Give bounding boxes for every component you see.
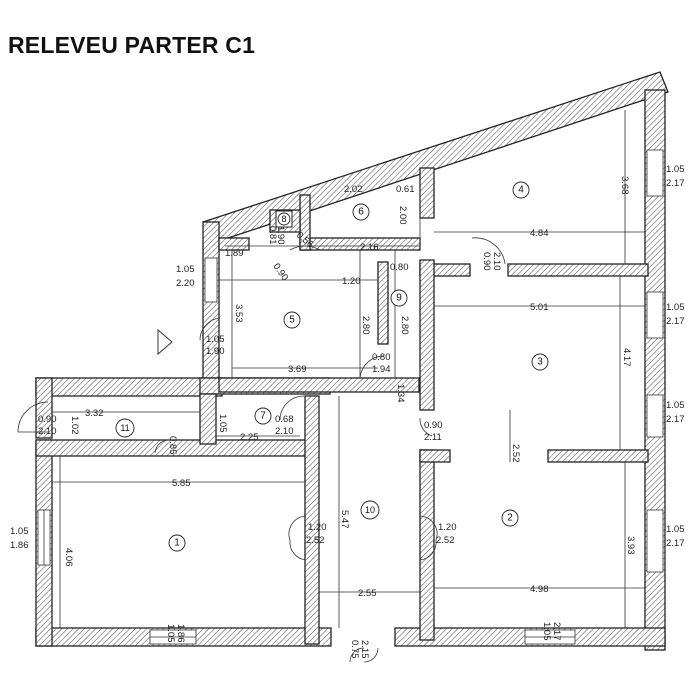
dim-252-2: 2.52 xyxy=(436,535,455,546)
dim-210-7: 2.10 xyxy=(275,426,294,437)
dim-105-r3b: 1.05 xyxy=(666,400,685,411)
dim-220: 2.20 xyxy=(176,278,195,289)
dim-120-5: 1.20 xyxy=(342,276,361,287)
dim-105-220: 1.05 xyxy=(176,264,195,275)
dim-105-r4: 1.05 xyxy=(666,164,685,175)
room-1-marker: 1 xyxy=(168,534,186,552)
dim-484: 4.84 xyxy=(530,228,549,239)
entrance-arrow-icon xyxy=(157,328,173,356)
dim-085: 0.85 xyxy=(167,436,178,455)
dim-393: 3.93 xyxy=(625,536,636,555)
dim-501: 5.01 xyxy=(530,302,549,313)
dim-215: 2.15 xyxy=(359,640,370,659)
dim-186-bottom: 1.86 xyxy=(175,624,186,643)
exterior-walls xyxy=(35,71,669,651)
drawing-title: RELEVEU PARTER C1 xyxy=(8,32,256,58)
interior-walls xyxy=(199,167,649,645)
dim-105-190: 1.05 xyxy=(206,334,225,345)
svg-text:3: 3 xyxy=(537,357,543,368)
dim-190: 1.90 xyxy=(206,346,225,357)
dim-081: 0.81 xyxy=(267,226,278,245)
dim-068: 0.68 xyxy=(275,414,294,425)
dim-090-door4: 0.90 xyxy=(481,252,492,271)
dim-200: 2.00 xyxy=(397,206,408,225)
dim-353: 3.53 xyxy=(233,304,244,323)
dim-547: 5.47 xyxy=(339,510,350,529)
dim-406: 4.06 xyxy=(63,548,74,567)
svg-text:7: 7 xyxy=(260,411,266,422)
dim-190-8: 1.90 xyxy=(275,226,286,245)
dim-080-9: 0.80 xyxy=(390,262,409,273)
svg-text:9: 9 xyxy=(396,293,402,304)
dim-120-2: 1.20 xyxy=(438,522,457,533)
room-markers: 1 2 3 4 5 6 7 8 9 10 11 xyxy=(115,181,549,552)
dim-194: 1.94 xyxy=(372,364,391,375)
svg-text:2: 2 xyxy=(507,513,513,524)
dim-202: 2.02 xyxy=(344,184,363,195)
dim-105-left: 1.05 xyxy=(10,526,29,537)
room-8-marker: 8 xyxy=(275,210,293,228)
dim-369: 3.69 xyxy=(288,364,307,375)
dim-105-7: 1.05 xyxy=(217,414,228,433)
dim-216: 2.16 xyxy=(360,242,379,253)
svg-text:10: 10 xyxy=(365,505,375,515)
dim-417: 4.17 xyxy=(621,348,632,367)
dim-210-11: 2.10 xyxy=(38,426,57,437)
room-3-marker: 3 xyxy=(531,353,549,371)
doors xyxy=(17,237,506,663)
svg-text:4: 4 xyxy=(518,185,524,196)
dim-217-r3b: 2.17 xyxy=(666,414,685,425)
dim-080-5: 0.80 xyxy=(372,352,391,363)
dim-217-r4: 2.17 xyxy=(666,178,685,189)
dim-225: 2.25 xyxy=(240,432,259,443)
dim-075: 0.75 xyxy=(349,640,360,659)
room-11-marker: 11 xyxy=(115,418,135,438)
dimension-lines xyxy=(52,110,645,628)
room-7-marker: 7 xyxy=(254,407,272,425)
dim-585: 5.85 xyxy=(172,478,191,489)
svg-text:1: 1 xyxy=(174,538,180,549)
dim-217-r2: 2.17 xyxy=(666,538,685,549)
room-2-marker: 2 xyxy=(501,509,519,527)
dim-210-door4: 2.10 xyxy=(491,252,502,271)
dim-217-r3: 2.17 xyxy=(666,316,685,327)
dim-090-11: 0.90 xyxy=(38,414,57,425)
dim-061: 0.61 xyxy=(396,184,415,195)
dim-105-bot2: 1.05 xyxy=(541,622,552,641)
dim-217-bot2: 2.17 xyxy=(551,622,562,641)
dim-120-left: 1.20 xyxy=(308,522,327,533)
svg-text:11: 11 xyxy=(120,423,129,433)
dim-105-bottom: 1.05 xyxy=(165,624,176,643)
room-4-marker: 4 xyxy=(512,181,530,199)
room-5-marker: 5 xyxy=(283,311,301,329)
dim-134: 1.34 xyxy=(395,384,406,403)
dim-280-9: 2.80 xyxy=(399,316,410,335)
dim-186-left: 1.86 xyxy=(10,540,29,551)
dim-102: 1.02 xyxy=(69,416,80,435)
svg-text:6: 6 xyxy=(358,207,364,218)
dim-105-r3: 1.05 xyxy=(666,302,685,313)
dim-280-5: 2.80 xyxy=(360,316,371,335)
dim-252-left: 2.52 xyxy=(306,535,325,546)
room-9-marker: 9 xyxy=(390,289,408,307)
dim-189: 1.89 xyxy=(225,248,244,259)
svg-text:5: 5 xyxy=(289,315,295,326)
dim-105-r2: 1.05 xyxy=(666,524,685,535)
dim-498: 4.98 xyxy=(530,584,549,595)
windows xyxy=(37,149,664,645)
dim-332: 3.32 xyxy=(85,408,104,419)
room-6-marker: 6 xyxy=(352,203,370,221)
dim-090-2: 0.90 xyxy=(424,420,443,431)
svg-text:8: 8 xyxy=(281,214,286,224)
dim-255: 2.55 xyxy=(358,588,377,599)
dim-368: 3.68 xyxy=(619,176,630,195)
dim-252-v: 2.52 xyxy=(510,444,521,463)
dim-211: 2.11 xyxy=(424,432,442,443)
room-10-marker: 10 xyxy=(360,500,380,520)
